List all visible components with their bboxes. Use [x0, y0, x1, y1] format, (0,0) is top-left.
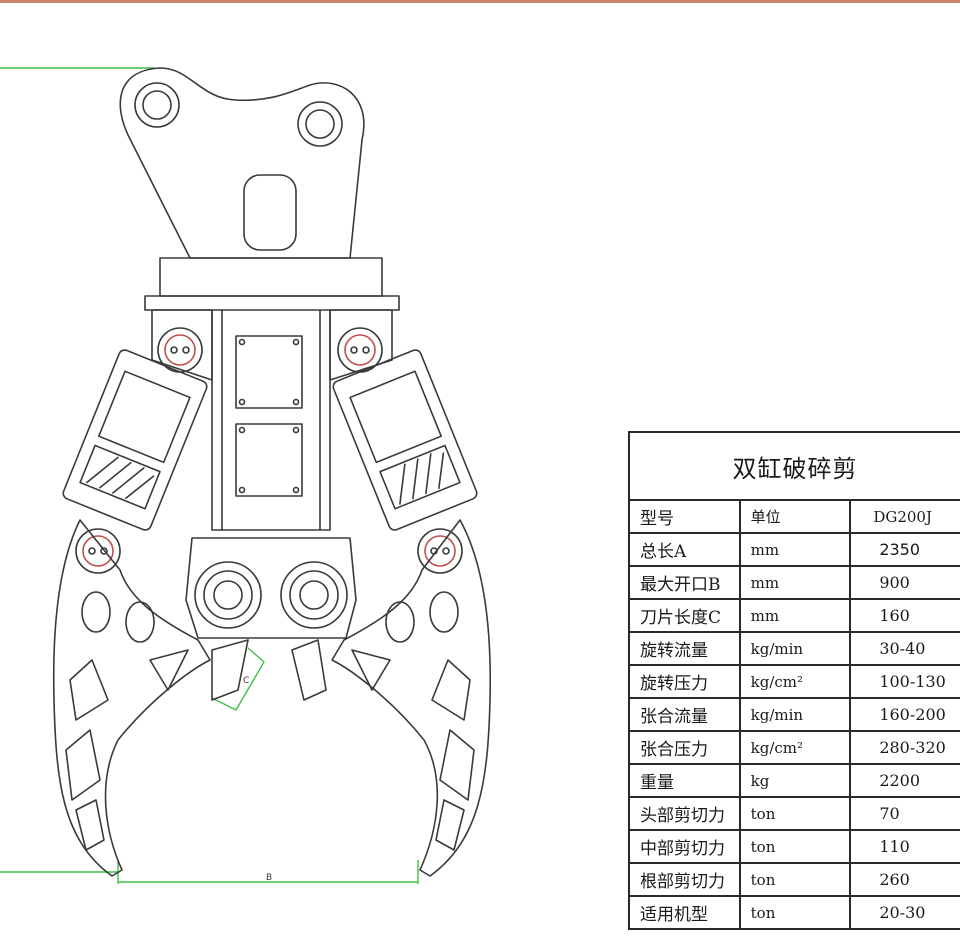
param-name: 张合流量 [628, 697, 741, 732]
rotation-plate-bottom [144, 295, 400, 311]
param-unit: kg/min [738, 697, 852, 732]
param-value: 110 [849, 829, 960, 864]
right-jaw [291, 519, 492, 877]
right-cylinder [332, 349, 478, 531]
param-name: 适用机型 [628, 895, 741, 930]
param-name: 最大开口B [628, 565, 741, 600]
param-name: 中部剪切力 [628, 829, 741, 864]
table-row: 最大开口B mm 900 [628, 565, 960, 600]
param-unit: kg/min [738, 631, 852, 666]
dimension-c-label: C [243, 676, 249, 686]
table-row: 刀片长度C mm 160 [628, 598, 960, 633]
table-title: 双缸破碎剪 [628, 431, 960, 501]
table-row: 张合压力 kg/cm² 280-320 [628, 730, 960, 765]
param-value: 70 [849, 796, 960, 831]
mounting-bracket [119, 67, 365, 259]
param-value: 20-30 [849, 895, 960, 930]
param-unit: mm [738, 598, 852, 633]
param-name: 总长A [628, 532, 741, 567]
model-label: 型号 [628, 499, 741, 534]
table-row: 重量 kg 2200 [628, 763, 960, 798]
left-jaw [52, 519, 249, 877]
spec-table: 双缸破碎剪 型号 单位 DG200J 总长A mm 2350 最大开口B mm … [628, 431, 960, 930]
param-value: 260 [849, 862, 960, 897]
param-value: 160 [849, 598, 960, 633]
param-unit: kg/cm² [738, 664, 852, 699]
dimension-b-label: B [266, 873, 272, 883]
table-header-row: 型号 单位 DG200J [628, 499, 960, 534]
rotation-plate-top [159, 257, 383, 297]
param-unit: ton [738, 796, 852, 831]
left-cylinder [62, 349, 208, 531]
pin-joints [75, 327, 463, 574]
unit-label: 单位 [738, 499, 852, 534]
table-row: 旋转流量 kg/min 30-40 [628, 631, 960, 666]
param-name: 头部剪切力 [628, 796, 741, 831]
dimension-lines [0, 67, 419, 884]
param-unit: ton [738, 862, 852, 897]
table-row: 根部剪切力 ton 260 [628, 862, 960, 897]
param-value: 100-130 [849, 664, 960, 699]
table-row: 张合流量 kg/min 160-200 [628, 697, 960, 732]
hydraulic-shear-drawing: B C [0, 67, 492, 884]
param-name: 重量 [628, 763, 741, 798]
param-unit: mm [738, 532, 852, 567]
pivot-block [185, 537, 357, 639]
param-name: 旋转压力 [628, 664, 741, 699]
param-unit: kg/cm² [738, 730, 852, 765]
top-border [0, 0, 960, 3]
table-row: 旋转压力 kg/cm² 100-130 [628, 664, 960, 699]
param-name: 根部剪切力 [628, 862, 741, 897]
table-row: 中部剪切力 ton 110 [628, 829, 960, 864]
param-unit: ton [738, 829, 852, 864]
center-body [151, 309, 393, 531]
param-value: 160-200 [849, 697, 960, 732]
param-unit: mm [738, 565, 852, 600]
table-row: 适用机型 ton 20-30 [628, 895, 960, 930]
param-unit: ton [738, 895, 852, 930]
model-value: DG200J [849, 499, 960, 534]
param-unit: kg [738, 763, 852, 798]
table-row: 头部剪切力 ton 70 [628, 796, 960, 831]
param-name: 旋转流量 [628, 631, 741, 666]
param-value: 900 [849, 565, 960, 600]
table-row: 总长A mm 2350 [628, 532, 960, 567]
param-value: 2350 [849, 532, 960, 567]
param-value: 30-40 [849, 631, 960, 666]
param-name: 张合压力 [628, 730, 741, 765]
param-value: 280-320 [849, 730, 960, 765]
param-value: 2200 [849, 763, 960, 798]
param-name: 刀片长度C [628, 598, 741, 633]
